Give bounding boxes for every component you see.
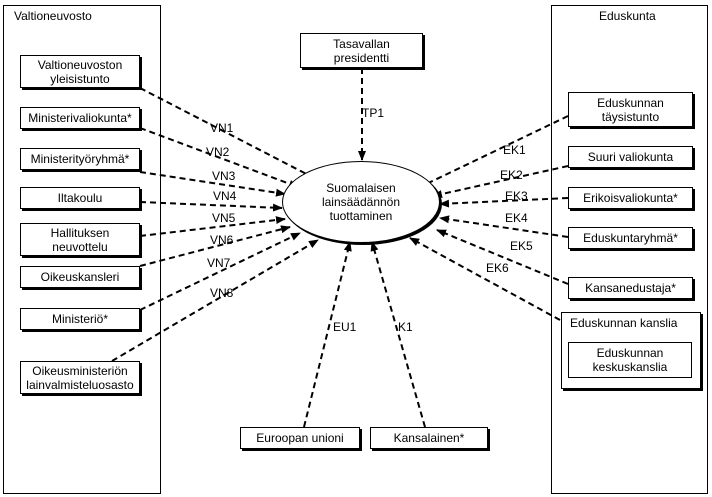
edge-label-vn8: VN8 — [210, 286, 234, 300]
eduskunta-title: Eduskunta — [599, 9, 656, 23]
eduskunta-panel: Eduskunta — [551, 5, 708, 494]
edge-label-ek6: EK6 — [486, 261, 509, 275]
edge-vn1 — [139, 87, 319, 181]
edge-ek3 — [439, 197, 569, 208]
edge-label-tp1: TP1 — [362, 106, 385, 120]
edge-ek1 — [417, 115, 569, 189]
edge-eu1 — [303, 241, 352, 428]
node-ministerivaliokunta: Ministerivaliokunta* — [20, 107, 140, 129]
node-valtioneuvoston-yleisistunto: Valtioneuvoston yleisistunto — [20, 55, 140, 88]
valtioneuvosto-title: Valtioneuvosto — [14, 9, 92, 23]
edge-ek5 — [436, 229, 569, 285]
node-eduskunnan-keskuskanslia: Eduskunnan keskuskanslia — [568, 342, 692, 378]
node-ministerityoryhma: Ministerityöryhmä* — [20, 148, 140, 170]
eduskunnan-kanslia-title: Eduskunnan kanslia — [570, 316, 678, 330]
edge-label-vn2: VN2 — [206, 145, 230, 159]
edge-label-eu1: EU1 — [333, 320, 357, 334]
edge-vn5 — [139, 216, 286, 237]
edge-label-ek3: EK3 — [505, 189, 528, 203]
edge-label-vn1: VN1 — [210, 121, 234, 135]
edge-label-ek2: EK2 — [500, 168, 523, 182]
node-tasavallan-presidentti: Tasavallan presidentti — [300, 33, 423, 68]
node-oikeusministerion-lainvalmisteluosasto: Oikeusministeriön lainvalmisteluosasto — [20, 361, 140, 394]
node-iltakoulu: Iltakoulu — [20, 187, 140, 209]
edge-vn2 — [139, 127, 299, 188]
node-kansanedustaja: Kansanedustaja* — [568, 277, 693, 299]
edge-label-ek5: EK5 — [510, 239, 533, 253]
edge-vn3 — [139, 171, 286, 197]
node-eduskunnan-taysistunto: Eduskunnan täysistunto — [568, 92, 693, 127]
node-eduskuntaryhma: Eduskuntaryhmä* — [568, 227, 693, 249]
node-kansalainen: Kansalainen* — [370, 427, 488, 449]
edge-label-ek1: EK1 — [503, 143, 526, 157]
edge-vn6 — [139, 225, 291, 267]
edge-k1 — [370, 241, 426, 428]
valtioneuvosto-panel: Valtioneuvosto — [3, 5, 161, 494]
node-erikoisvaliokunta: Erikoisvaliokunta* — [568, 187, 693, 209]
edge-label-ek4: EK4 — [505, 211, 528, 225]
node-ministerio: Ministeriö* — [20, 308, 140, 330]
edge-label-vn5: VN5 — [212, 211, 236, 225]
edge-label-vn7: VN7 — [207, 256, 231, 270]
edge-label-vn6: VN6 — [210, 233, 234, 247]
central-process-ellipse: Suomalaisen lainsäädännön tuottaminen — [282, 161, 440, 243]
edge-label-vn3: VN3 — [212, 169, 236, 183]
node-suuri-valiokunta: Suuri valiokunta — [568, 146, 693, 168]
node-euroopan-unioni: Euroopan unioni — [240, 427, 360, 449]
edge-label-vn4: VN4 — [213, 189, 237, 203]
edge-ek6 — [409, 237, 561, 321]
node-oikeuskansleri: Oikeuskansleri — [20, 266, 140, 288]
edge-ek4 — [439, 215, 569, 238]
edge-ek2 — [432, 165, 569, 198]
edge-label-k1: K1 — [398, 320, 413, 334]
edge-vn4 — [139, 201, 283, 212]
node-hallituksen-neuvottelu: Hallituksen neuvottelu — [20, 223, 140, 256]
